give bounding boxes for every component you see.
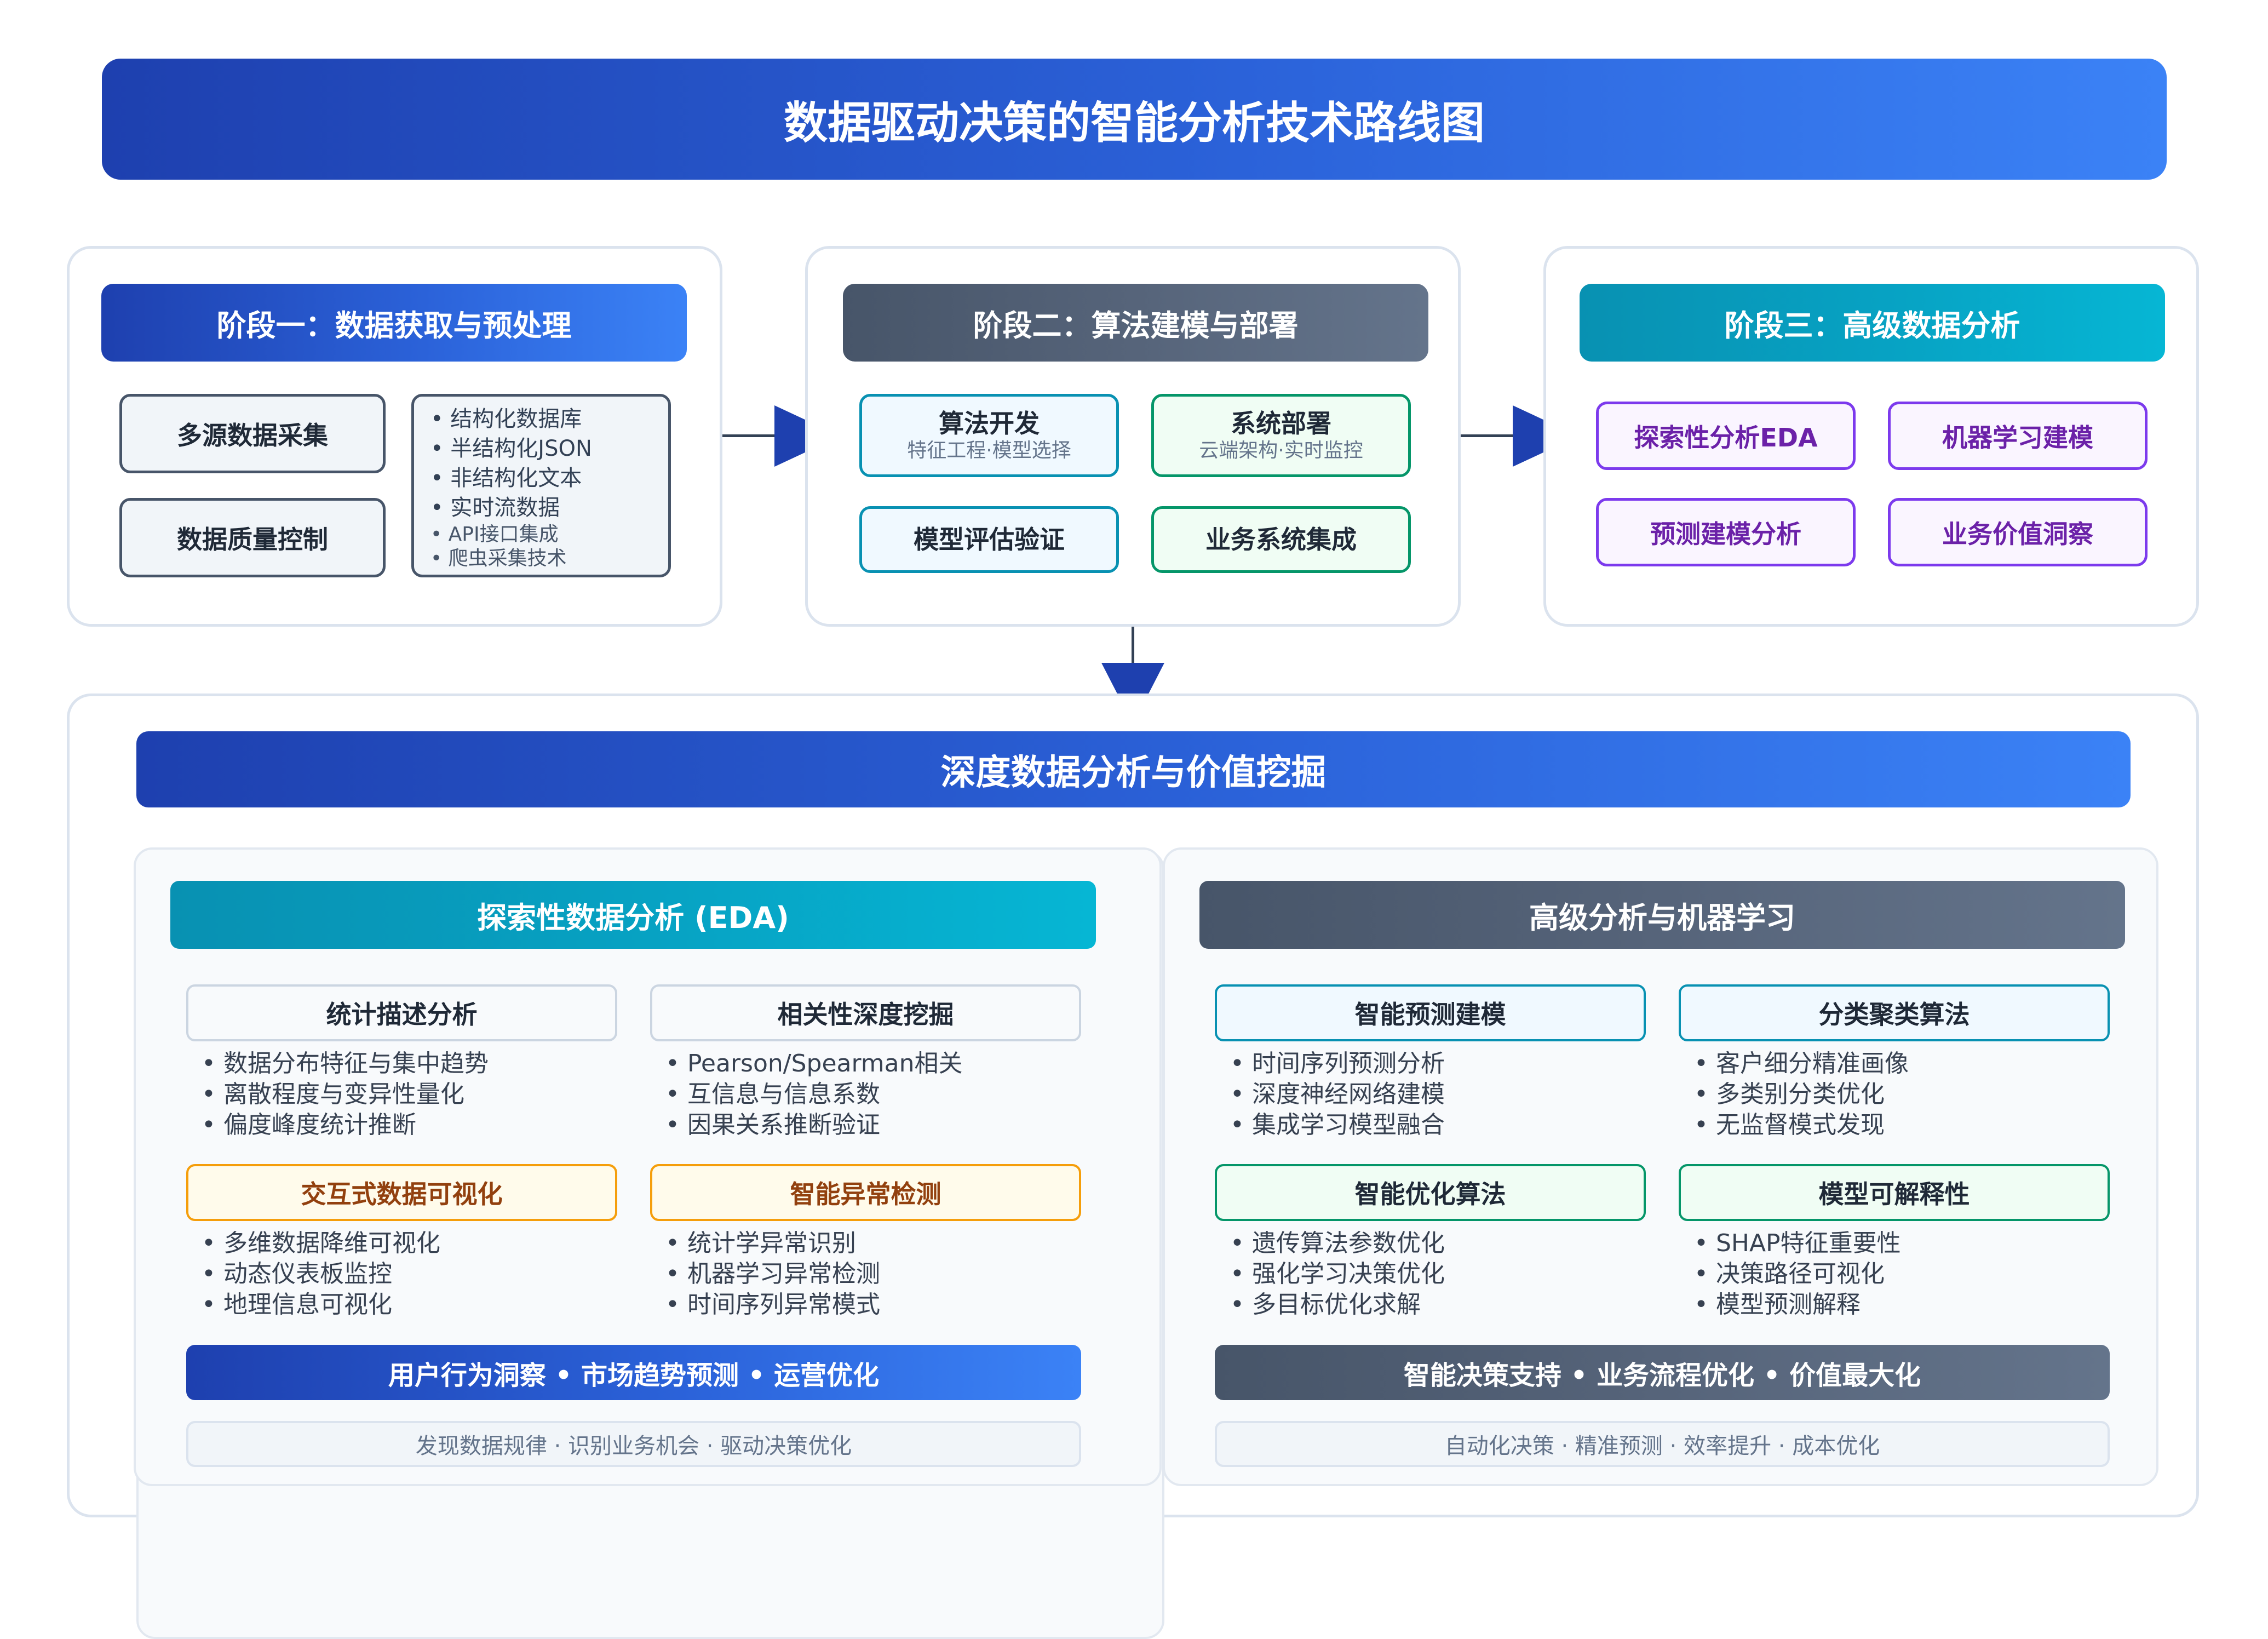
list-item: • 偏度峰度统计推断 bbox=[202, 1111, 416, 1139]
ml-card-forecast-list: • 时间序列预测分析 • 深度神经网络建模 • 集成学习模型融合 bbox=[1230, 1048, 1445, 1141]
list-item: • 离散程度与变异性量化 bbox=[202, 1080, 464, 1108]
list-item: • 集成学习模型融合 bbox=[1230, 1111, 1445, 1139]
stage1-item-quality: 数据质量控制 bbox=[119, 498, 386, 577]
source-item: • 实时流数据 bbox=[430, 495, 560, 520]
stage3-panel: 阶段三：高级数据分析 探索性分析EDA 机器学习建模 预测建模分析 业务价值洞察 bbox=[1543, 246, 2199, 627]
source-item: • API接口集成 bbox=[430, 523, 559, 546]
list-item: • 决策路径可视化 bbox=[1694, 1260, 1885, 1288]
box-title: 系统部署 bbox=[1231, 409, 1331, 438]
ml-card-explain-list: • SHAP特征重要性 • 决策路径可视化 • 模型预测解释 bbox=[1694, 1228, 1901, 1320]
stage2-system-deploy: 系统部署 云端架构·实时监控 bbox=[1151, 394, 1411, 477]
list-item: • 模型预测解释 bbox=[1694, 1291, 1861, 1319]
ml-card-optim-title: 智能优化算法 bbox=[1215, 1164, 1646, 1221]
list-item: • 多目标优化求解 bbox=[1230, 1291, 1421, 1319]
list-item: • 机器学习异常检测 bbox=[665, 1260, 880, 1288]
ml-card-optim-list: • 遗传算法参数优化 • 强化学习决策优化 • 多目标优化求解 bbox=[1230, 1228, 1445, 1320]
eda-footer: 发现数据规律 · 识别业务机会 · 驱动决策优化 bbox=[186, 1421, 1081, 1467]
source-item: • 半结构化JSON bbox=[430, 436, 592, 461]
list-item: • 深度神经网络建模 bbox=[1230, 1080, 1445, 1108]
box-title: 模型评估验证 bbox=[914, 525, 1065, 554]
stage3-item-value: 业务价值洞察 bbox=[1888, 498, 2148, 566]
list-item: • 动态仪表板监控 bbox=[202, 1260, 392, 1288]
list-item: • 统计学异常识别 bbox=[665, 1229, 856, 1257]
stage3-item-ml: 机器学习建模 bbox=[1888, 402, 2148, 470]
stage3-item-forecast: 预测建模分析 bbox=[1596, 498, 1856, 566]
list-item: • 地理信息可视化 bbox=[202, 1291, 392, 1319]
list-item: • 无监督模式发现 bbox=[1694, 1111, 1885, 1139]
stage3-header: 阶段三：高级数据分析 bbox=[1580, 284, 2165, 362]
list-item: • 因果关系推断验证 bbox=[665, 1111, 880, 1139]
box-title: 业务系统集成 bbox=[1205, 525, 1357, 554]
eda-card-stats-list: • 数据分布特征与集中趋势 • 离散程度与变异性量化 • 偏度峰度统计推断 bbox=[202, 1048, 489, 1141]
stage3-item-eda: 探索性分析EDA bbox=[1596, 402, 1856, 470]
ml-card-forecast-title: 智能预测建模 bbox=[1215, 984, 1646, 1041]
ml-banner: 智能决策支持 • 业务流程优化 • 价值最大化 bbox=[1215, 1345, 2110, 1400]
eda-card-corr-title: 相关性深度挖掘 bbox=[650, 984, 1081, 1041]
eda-card-stats-title: 统计描述分析 bbox=[186, 984, 617, 1041]
stage1-panel: 阶段一：数据获取与预处理 多源数据采集 数据质量控制 • 结构化数据库 • 半结… bbox=[67, 246, 722, 627]
ml-card-cluster-title: 分类聚类算法 bbox=[1679, 984, 2110, 1041]
list-item: • 时间序列预测分析 bbox=[1230, 1050, 1445, 1078]
box-title: 算法开发 bbox=[939, 409, 1040, 438]
stage2-model-eval: 模型评估验证 bbox=[859, 506, 1119, 573]
eda-card-viz-list: • 多维数据降维可视化 • 动态仪表板监控 • 地理信息可视化 bbox=[202, 1228, 440, 1320]
stage1-item-collection: 多源数据采集 bbox=[119, 394, 386, 473]
arrow-line-down bbox=[1132, 627, 1134, 668]
ml-card-cluster-list: • 客户细分精准画像 • 多类别分类优化 • 无监督模式发现 bbox=[1694, 1048, 1909, 1141]
eda-header: 探索性数据分析 (EDA) bbox=[170, 881, 1096, 949]
stage2-biz-integration: 业务系统集成 bbox=[1151, 506, 1411, 573]
source-item: • 结构化数据库 bbox=[430, 406, 582, 432]
stage2-panel: 阶段二：算法建模与部署 算法开发 特征工程·模型选择 系统部署 云端架构·实时监… bbox=[805, 246, 1461, 627]
eda-card-anomaly-title: 智能异常检测 bbox=[650, 1164, 1081, 1221]
eda-card-anomaly-list: • 统计学异常识别 • 机器学习异常检测 • 时间序列异常模式 bbox=[665, 1228, 880, 1320]
ml-footer: 自动化决策 · 精准预测 · 效率提升 · 成本优化 bbox=[1215, 1421, 2110, 1467]
list-item: • 多维数据降维可视化 bbox=[202, 1229, 440, 1257]
list-item: • 多类别分类优化 bbox=[1694, 1080, 1885, 1108]
list-item: • SHAP特征重要性 bbox=[1694, 1229, 1901, 1257]
list-item: • 强化学习决策优化 bbox=[1230, 1260, 1445, 1288]
eda-card-corr-list: • Pearson/Spearman相关 • 互信息与信息系数 • 因果关系推断… bbox=[665, 1048, 963, 1141]
stage2-header: 阶段二：算法建模与部署 bbox=[843, 284, 1428, 362]
list-item: • 遗传算法参数优化 bbox=[1230, 1229, 1445, 1257]
box-subtitle: 云端架构·实时监控 bbox=[1199, 439, 1363, 462]
ml-card-explain-title: 模型可解释性 bbox=[1679, 1164, 2110, 1221]
page-title: 数据驱动决策的智能分析技术路线图 bbox=[102, 59, 2167, 180]
box-subtitle: 特征工程·模型选择 bbox=[907, 439, 1071, 462]
list-item: • 互信息与信息系数 bbox=[665, 1080, 880, 1108]
list-item: • Pearson/Spearman相关 bbox=[665, 1050, 963, 1078]
eda-banner: 用户行为洞察 • 市场趋势预测 • 运营优化 bbox=[186, 1345, 1081, 1400]
list-item: • 时间序列异常模式 bbox=[665, 1291, 880, 1319]
deep-analysis-header: 深度数据分析与价值挖掘 bbox=[136, 731, 2131, 807]
eda-card-viz-title: 交互式数据可视化 bbox=[186, 1164, 617, 1221]
arrow-line-2-3 bbox=[1461, 434, 1518, 437]
stage1-source-list: • 结构化数据库 • 半结构化JSON • 非结构化文本 • 实时流数据 • A… bbox=[411, 394, 671, 577]
stage1-header: 阶段一：数据获取与预处理 bbox=[101, 284, 687, 362]
ml-header: 高级分析与机器学习 bbox=[1199, 881, 2125, 949]
source-item: • 非结构化文本 bbox=[430, 466, 582, 491]
arrow-line-1-2 bbox=[722, 434, 780, 437]
list-item: • 数据分布特征与集中趋势 bbox=[202, 1050, 489, 1078]
source-item: • 爬虫采集技术 bbox=[430, 547, 567, 570]
stage2-algorithm-dev: 算法开发 特征工程·模型选择 bbox=[859, 394, 1119, 477]
list-item: • 客户细分精准画像 bbox=[1694, 1050, 1909, 1078]
